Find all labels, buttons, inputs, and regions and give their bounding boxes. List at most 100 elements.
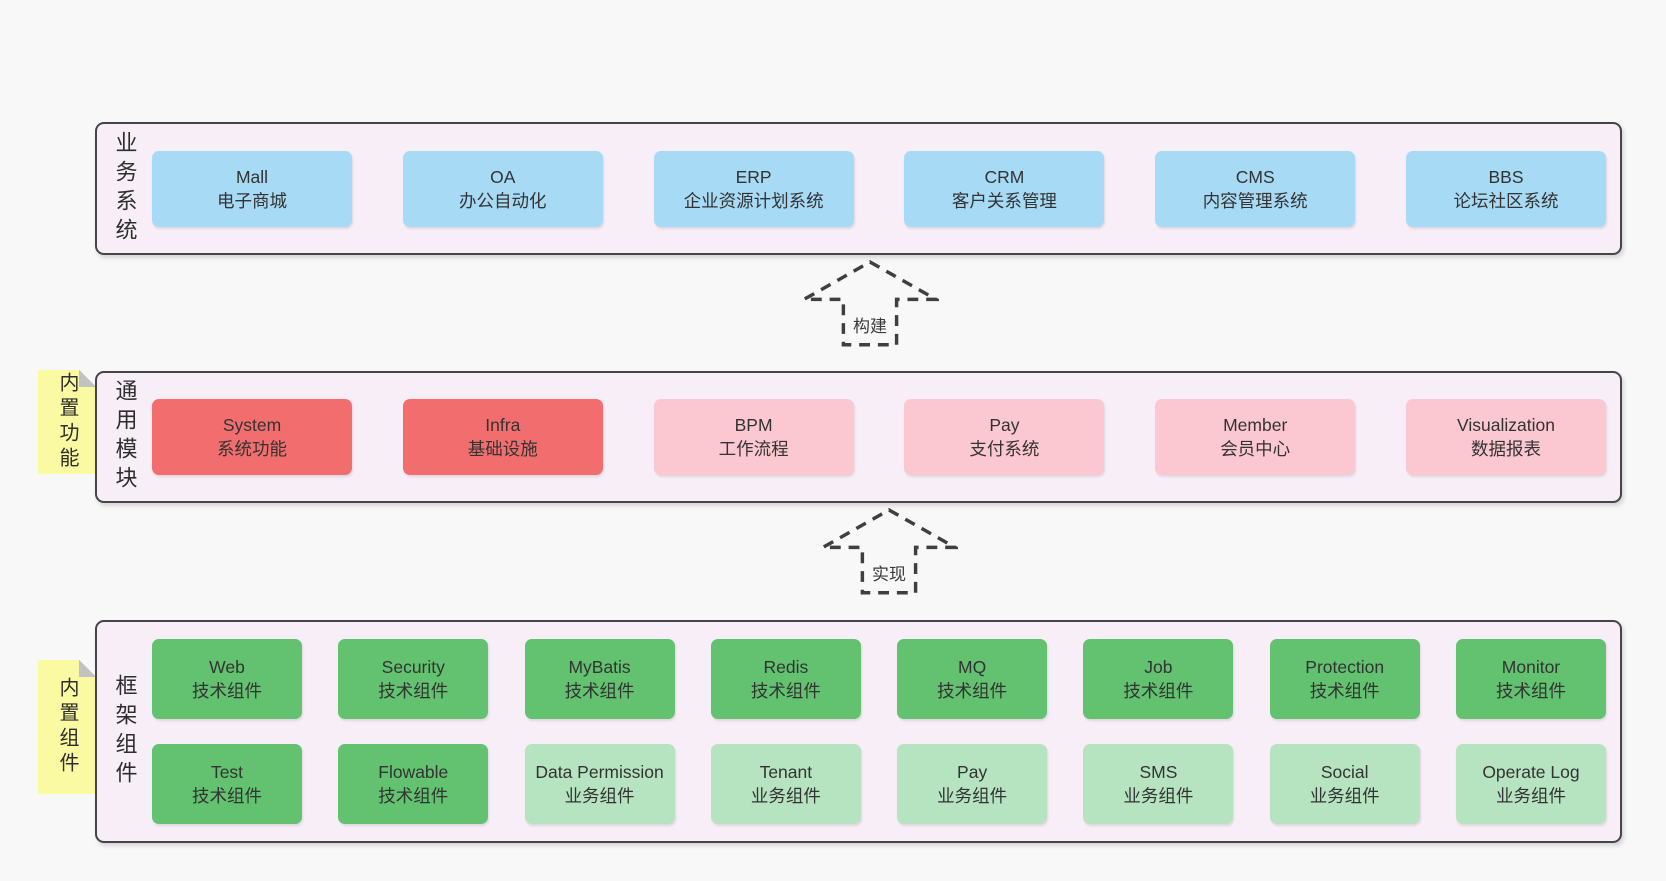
box-description: 数据报表 bbox=[1470, 439, 1541, 459]
sticky-tab-label: 内置组件 bbox=[56, 677, 78, 777]
module-box-system: System 系统功能 bbox=[152, 399, 352, 475]
module-box-pay: Pay 支付系统 bbox=[904, 399, 1105, 475]
box-title: Social bbox=[1320, 762, 1369, 782]
box-title: Data Permission bbox=[535, 762, 664, 782]
module-box-web: Web 技术组件 bbox=[152, 639, 302, 719]
module-box-redis: Redis 技术组件 bbox=[710, 639, 861, 719]
box-title: Test bbox=[210, 762, 244, 782]
box-description: 技术组件 bbox=[937, 681, 1008, 701]
box-description: 技术组件 bbox=[192, 786, 262, 806]
box-description: 企业资源计划系统 bbox=[683, 190, 824, 211]
box-row-modules: System 系统功能 Infra 基础设施 BPM 工作流程 Pay 支付系统 Member 会… bbox=[152, 399, 1606, 475]
box-title: Operate Log bbox=[1482, 762, 1580, 782]
module-box-operate-log: Operate Log 业务组件 bbox=[1455, 744, 1606, 824]
arrow-label-implement: 实现 bbox=[868, 559, 910, 586]
box-description: 工作流程 bbox=[718, 439, 789, 459]
dashed-up-arrow-build: 构建 bbox=[801, 259, 939, 351]
sticky-tab-built-in-features: 内置功能 bbox=[38, 370, 96, 474]
box-title: Flowable bbox=[378, 762, 449, 782]
box-description: 技术组件 bbox=[1495, 681, 1566, 701]
box-title: Member bbox=[1223, 415, 1288, 435]
box-title: System bbox=[222, 415, 282, 435]
module-box-data-permission: Data Permission 业务组件 bbox=[524, 744, 675, 824]
box-title: Web bbox=[209, 657, 245, 677]
panel-common-modules: 通用模块 System 系统功能 Infra 基础设施 BPM 工作流程 Pay 支付系统 Me… bbox=[95, 371, 1622, 503]
module-box-mall: Mall 电子商城 bbox=[152, 150, 352, 227]
box-description: 办公自动化 bbox=[459, 190, 547, 211]
box-description: 技术组件 bbox=[750, 681, 821, 701]
section-label-business-systems: 业务系统 bbox=[112, 130, 138, 247]
sticky-note-background bbox=[38, 660, 96, 794]
box-title: CRM bbox=[984, 166, 1025, 187]
module-box-crm: CRM 客户关系管理 bbox=[904, 150, 1105, 227]
section-label-framework-components: 框架组件 bbox=[112, 673, 138, 790]
box-description: 技术组件 bbox=[564, 681, 635, 701]
box-title: Protection bbox=[1305, 657, 1385, 677]
module-box-protection: Protection 技术组件 bbox=[1269, 639, 1420, 719]
box-description: 客户关系管理 bbox=[951, 190, 1057, 211]
box-description: 会员中心 bbox=[1220, 439, 1291, 459]
sticky-tab-label: 内置功能 bbox=[56, 372, 78, 472]
box-title: Security bbox=[381, 657, 445, 677]
box-description: 业务组件 bbox=[1309, 786, 1380, 806]
arrow-label-build: 构建 bbox=[849, 311, 891, 338]
module-box-cms: CMS 内容管理系统 bbox=[1155, 150, 1356, 227]
section-label-common-modules: 通用模块 bbox=[112, 379, 138, 495]
box-description: 技术组件 bbox=[378, 681, 449, 701]
box-title: Pay bbox=[957, 762, 988, 782]
box-title: Mall bbox=[235, 166, 269, 187]
box-title: Monitor bbox=[1501, 657, 1561, 677]
dashed-up-arrow-implement: 实现 bbox=[820, 507, 958, 599]
module-box-monitor: Monitor 技术组件 bbox=[1455, 639, 1606, 719]
box-description: 电子商城 bbox=[217, 190, 287, 211]
box-title: Infra bbox=[485, 415, 521, 435]
box-description: 业务组件 bbox=[750, 786, 821, 806]
box-description: 技术组件 bbox=[192, 681, 262, 701]
sticky-note-background bbox=[38, 370, 96, 474]
box-title: BPM bbox=[734, 415, 773, 435]
box-title: BBS bbox=[1488, 166, 1524, 187]
box-description: 技术组件 bbox=[1309, 681, 1380, 701]
box-description: 业务组件 bbox=[937, 786, 1008, 806]
box-description: 论坛社区系统 bbox=[1453, 190, 1559, 211]
sticky-tab-built-in-components: 内置组件 bbox=[38, 660, 96, 794]
box-title: ERP bbox=[735, 166, 772, 187]
box-description: 技术组件 bbox=[1123, 681, 1194, 701]
folded-corner-icon bbox=[79, 660, 96, 677]
box-description: 技术组件 bbox=[378, 786, 449, 806]
module-box-pay: Pay 业务组件 bbox=[897, 744, 1048, 824]
box-description: 基础设施 bbox=[467, 439, 538, 459]
box-title: Job bbox=[1144, 657, 1173, 677]
module-box-bbs: BBS 论坛社区系统 bbox=[1405, 150, 1606, 227]
box-description: 业务组件 bbox=[564, 786, 635, 806]
box-description: 支付系统 bbox=[969, 439, 1040, 459]
module-box-tenant: Tenant 业务组件 bbox=[710, 744, 861, 824]
box-description: 业务组件 bbox=[1123, 786, 1194, 806]
module-box-test: Test 技术组件 bbox=[152, 744, 302, 824]
box-title: Pay bbox=[989, 415, 1020, 435]
box-title: OA bbox=[490, 166, 516, 187]
module-box-flowable: Flowable 技术组件 bbox=[338, 744, 489, 824]
module-box-mq: MQ 技术组件 bbox=[897, 639, 1048, 719]
box-description: 内容管理系统 bbox=[1202, 190, 1308, 211]
module-box-mybatis: MyBatis 技术组件 bbox=[524, 639, 675, 719]
box-title: Redis bbox=[763, 657, 809, 677]
folded-corner-icon bbox=[79, 370, 96, 387]
box-description: 系统功能 bbox=[217, 439, 287, 459]
box-title: Visualization bbox=[1457, 415, 1555, 435]
box-title: Tenant bbox=[759, 762, 813, 782]
module-box-erp: ERP 企业资源计划系统 bbox=[653, 150, 854, 227]
module-box-job: Job 技术组件 bbox=[1083, 639, 1234, 719]
module-box-security: Security 技术组件 bbox=[338, 639, 489, 719]
box-title: MQ bbox=[958, 657, 987, 677]
box-row-business: Mall 电子商城 OA 办公自动化 ERP 企业资源计划系统 CRM 客户关系管理 CMS 内容… bbox=[152, 150, 1606, 227]
module-box-infra: Infra 基础设施 bbox=[402, 399, 603, 475]
box-title: MyBatis bbox=[568, 657, 631, 677]
box-description: 业务组件 bbox=[1495, 786, 1566, 806]
box-title: CMS bbox=[1235, 166, 1275, 187]
